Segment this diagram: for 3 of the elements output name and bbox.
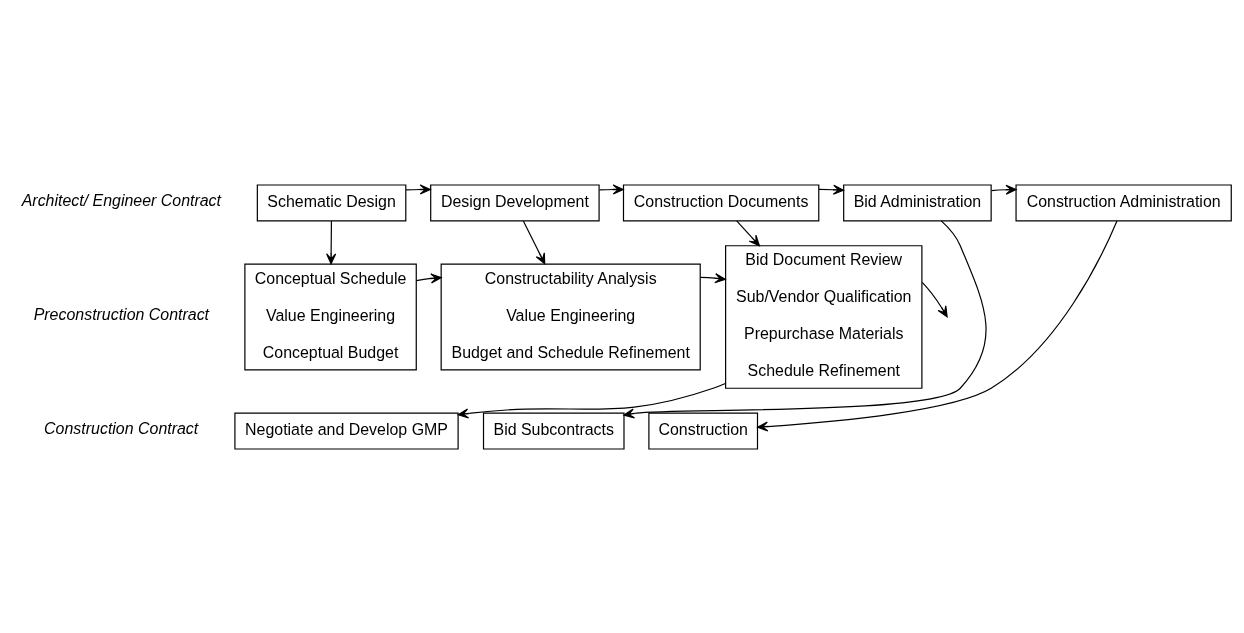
label: Architect/ Engineer Contract xyxy=(21,191,222,209)
label: Preconstruction Contract xyxy=(33,305,210,323)
label: Construction Contract xyxy=(44,419,199,437)
